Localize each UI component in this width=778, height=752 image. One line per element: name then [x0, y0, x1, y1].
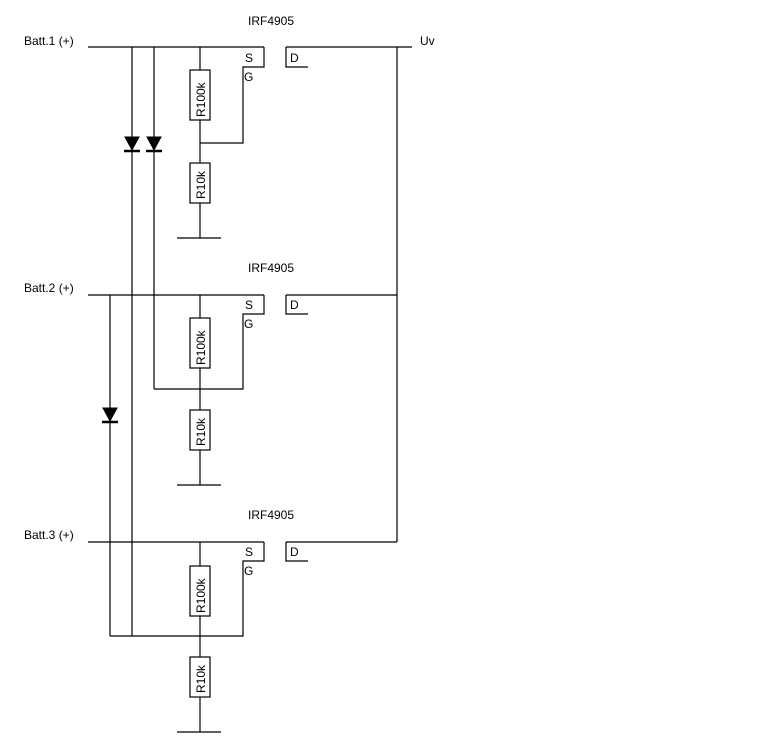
- mosfet-2-drain: [285, 295, 308, 315]
- batt2-label: Batt.2 (+): [24, 281, 74, 295]
- mosfet-2-g: G: [244, 317, 253, 331]
- stage-1: Batt.1 (+) IRF4905 Uv S G D R100k R10k: [24, 14, 435, 636]
- batt3-label: Batt.3 (+): [24, 528, 74, 542]
- stage-2: Batt.2 (+) IRF4905 S G D R100k R10k: [24, 261, 397, 636]
- r10k-1-label: R10k: [194, 170, 208, 199]
- r100k-2-label: R100k: [194, 329, 208, 365]
- mosfet-3-s: S: [245, 545, 253, 559]
- mosfet-1-g: G: [244, 70, 253, 84]
- mosfet-3-d: D: [290, 545, 299, 559]
- mosfet-1-drain: [285, 47, 308, 68]
- mosfet-3-drain: [285, 542, 308, 562]
- diode-1b-icon: [146, 136, 162, 152]
- stage-3: Batt.3 (+) IRF4905 S G D R100k R10k: [24, 508, 397, 733]
- mosfet-1-s: S: [245, 51, 253, 65]
- batt1-label: Batt.1 (+): [24, 34, 74, 48]
- mosfet-2-source: [154, 295, 265, 390]
- mosfet-1-source: [200, 47, 265, 144]
- mosfet-2-s: S: [245, 298, 253, 312]
- diode-1a-icon: [124, 136, 140, 152]
- mosfet-2-label: IRF4905: [248, 261, 294, 275]
- mosfet-2-d: D: [290, 298, 299, 312]
- r100k-3-label: R100k: [194, 577, 208, 613]
- r100k-1-label: R100k: [194, 81, 208, 117]
- r10k-3-label: R10k: [194, 664, 208, 693]
- mosfet-1-d: D: [290, 51, 299, 65]
- mosfet-3-label: IRF4905: [248, 508, 294, 522]
- diode-2-icon: [102, 407, 118, 423]
- r10k-2-label: R10k: [194, 417, 208, 446]
- mosfet-3-source: [110, 542, 265, 637]
- output-label: Uv: [420, 34, 435, 48]
- mosfet-3-g: G: [244, 564, 253, 578]
- mosfet-1-label: IRF4905: [248, 14, 294, 28]
